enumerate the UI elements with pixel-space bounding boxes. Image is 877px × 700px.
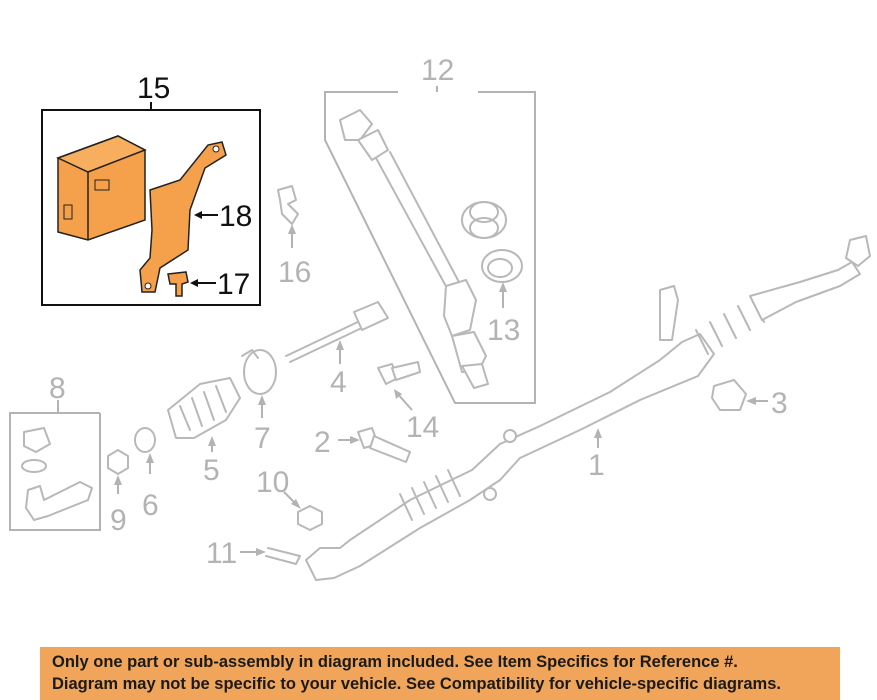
callout-11: 11 — [206, 537, 237, 570]
bellows-boot-5 — [167, 377, 241, 439]
disclaimer-banner: Only one part or sub-assembly in diagram… — [40, 647, 840, 700]
disclaimer-line-1: Only one part or sub-assembly in diagram… — [52, 653, 738, 671]
bolt-highlight — [167, 271, 189, 297]
callout-13: 13 — [487, 314, 520, 347]
inner-tie-rod-4 — [285, 301, 389, 363]
callout-7: 7 — [254, 422, 271, 455]
bracket-highlight — [139, 141, 227, 293]
boot-grommet-13 — [461, 201, 523, 283]
callout-4: 4 — [330, 366, 347, 399]
callout-5: 5 — [203, 454, 220, 487]
callout-9: 9 — [110, 504, 127, 537]
cotter-pin-11 — [265, 547, 301, 565]
callout-16: 16 — [278, 256, 311, 289]
group-12-outline: 12 — [324, 54, 536, 404]
nut-10 — [297, 505, 323, 531]
group-8-outline: 8 — [9, 372, 101, 531]
bolt-14 — [377, 361, 421, 385]
callout-10: 10 — [256, 466, 289, 499]
bolt-16 — [277, 185, 299, 225]
outer-tie-rod-8 — [21, 427, 93, 521]
intermediate-shaft — [339, 109, 489, 389]
callout-2: 2 — [314, 426, 331, 459]
callout-8: 8 — [49, 372, 66, 405]
nut-9 — [107, 449, 129, 475]
callout-6: 6 — [142, 489, 159, 522]
disclaimer-line-2: Diagram may not be specific to your vehi… — [52, 675, 781, 693]
group-15-box: 15 — [41, 72, 261, 306]
callout-14: 14 — [406, 411, 439, 444]
control-module-highlight — [56, 135, 147, 241]
callout-17: 17 — [217, 268, 250, 301]
bolt-2 — [357, 427, 411, 463]
clamp-6 — [134, 427, 156, 453]
steering-rack-diagram: 15 18 17 12 13 — [9, 54, 871, 581]
callout-3: 3 — [771, 387, 788, 420]
callout-18: 18 — [219, 200, 252, 233]
callout-1: 1 — [588, 449, 605, 482]
steering-rack-1 — [305, 235, 871, 581]
clamp-7 — [241, 349, 277, 395]
callout-12: 12 — [421, 54, 454, 87]
callout-15: 15 — [137, 72, 170, 105]
bushing-3 — [711, 379, 747, 411]
